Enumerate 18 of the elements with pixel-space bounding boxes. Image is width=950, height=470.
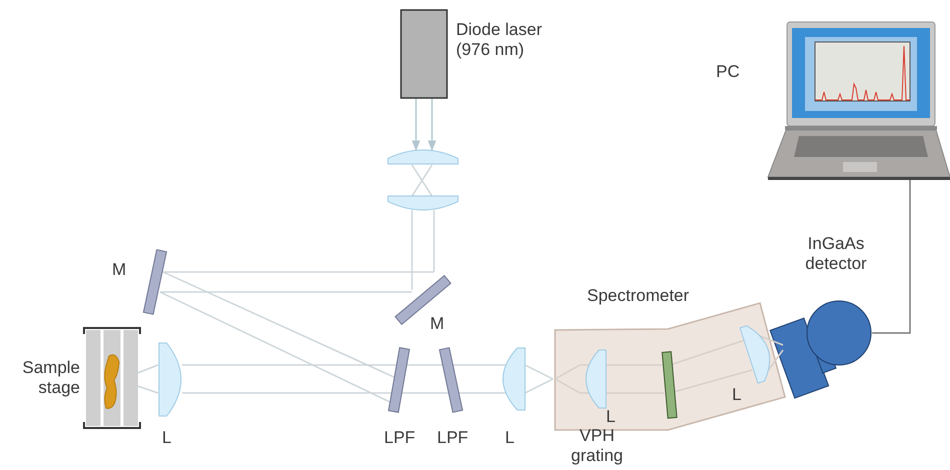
component-label: Sample stage bbox=[21, 358, 80, 398]
cable bbox=[872, 180, 911, 334]
component-label: L bbox=[606, 407, 616, 427]
component-label: M bbox=[112, 260, 126, 280]
spectrometer-label: Spectrometer bbox=[587, 286, 690, 306]
light-beam-arrow bbox=[412, 99, 420, 152]
component-label: L bbox=[732, 385, 742, 405]
component-label: L bbox=[162, 428, 172, 448]
component-label: PC bbox=[716, 62, 741, 82]
light-beam-arrow bbox=[428, 99, 436, 152]
component-label: InGaAs detector bbox=[804, 234, 868, 274]
component-label: LPF bbox=[384, 428, 416, 448]
component-label: M bbox=[430, 314, 444, 334]
component-label: LPF bbox=[437, 428, 468, 448]
component-label: Diode laser (976 nm) bbox=[456, 20, 543, 60]
component-label: L bbox=[505, 428, 514, 448]
laser-box bbox=[400, 9, 448, 99]
component-label: VPH grating bbox=[570, 426, 624, 466]
